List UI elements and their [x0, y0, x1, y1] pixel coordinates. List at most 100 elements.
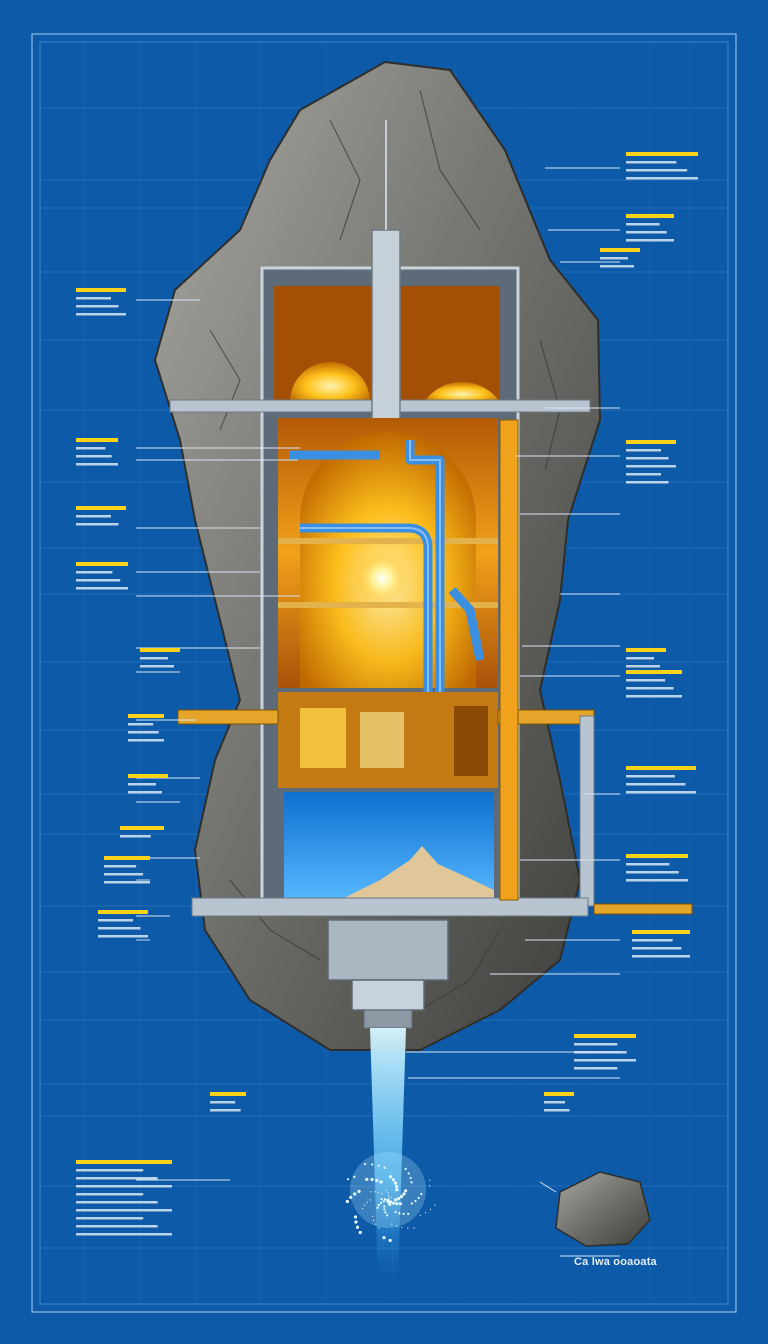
label-text-mark: [76, 579, 121, 582]
label-text-mark: [76, 1209, 172, 1212]
sparkle: [425, 1212, 427, 1214]
label-text-mark: [626, 457, 669, 460]
sparkle: [395, 1202, 399, 1206]
thruster-beam: [370, 1028, 406, 1280]
sparkle: [383, 1208, 386, 1211]
sparkle: [393, 1181, 398, 1185]
label-text-mark: [76, 455, 112, 458]
sparkle: [370, 1191, 372, 1193]
base-deck: [191, 897, 589, 917]
label-heading-mark: [544, 1092, 574, 1096]
sparkle: [374, 1191, 376, 1193]
label-text-mark: [76, 1217, 144, 1220]
label-text-mark: [76, 463, 118, 466]
sparkle: [397, 1196, 401, 1201]
sparkle: [404, 1189, 408, 1193]
sparkle: [434, 1204, 436, 1206]
label-text-mark: [626, 687, 674, 690]
label-text-mark: [76, 313, 126, 316]
sparkle: [378, 1191, 380, 1193]
label-text-mark: [76, 1233, 172, 1236]
gantry-left: [177, 709, 279, 725]
sparkle: [380, 1197, 383, 1201]
sparkle: [370, 1177, 374, 1182]
sparkle: [345, 1199, 349, 1204]
label-heading-mark: [626, 670, 682, 674]
sparkle: [395, 1188, 399, 1192]
label-text-mark: [626, 161, 677, 164]
sparkle: [407, 1172, 410, 1175]
central-spire: [371, 229, 401, 441]
label-text-mark: [76, 1169, 144, 1172]
label-text-mark: [76, 523, 119, 526]
sparkle: [385, 1189, 388, 1191]
rock-cracks: [209, 89, 561, 1011]
sparkle: [384, 1211, 387, 1214]
sparkle: [387, 1197, 390, 1199]
reactor-dome-icon: [424, 381, 500, 402]
sparkle: [402, 1212, 405, 1216]
label-text-mark: [626, 473, 661, 476]
label-text-mark: [76, 1201, 158, 1204]
label-heading-mark: [120, 826, 164, 830]
reactor-core-glow: [356, 552, 408, 604]
label-text-mark: [128, 723, 154, 726]
label-heading-mark: [600, 248, 640, 252]
label-heading-mark: [626, 854, 688, 858]
sparkle: [376, 1206, 379, 1210]
sparkle: [385, 1199, 389, 1202]
label-text-mark: [98, 935, 148, 938]
label-heading-mark: [104, 856, 150, 860]
sparkle: [419, 1214, 421, 1216]
label-text-mark: [626, 665, 660, 668]
sparkle: [394, 1210, 397, 1214]
label-text-mark: [104, 873, 144, 876]
sparkle: [429, 1185, 431, 1187]
sparkle: [383, 1198, 386, 1201]
gantry-lower: [593, 903, 693, 915]
label-text-mark: [626, 239, 674, 242]
sparkle: [401, 1226, 403, 1229]
bottom-caption: Ca lwa ooaoata: [574, 1256, 657, 1268]
sparkle: [395, 1184, 399, 1189]
label-heading-mark: [626, 648, 666, 652]
label-text-mark: [626, 695, 682, 698]
beam-flare: [350, 1152, 426, 1228]
sparkle: [388, 1194, 390, 1197]
label-heading-mark: [632, 930, 690, 934]
beam-sparkles: [345, 1162, 436, 1243]
label-text-mark: [626, 871, 679, 874]
label-text-mark: [574, 1059, 636, 1062]
label-heading-mark: [574, 1034, 636, 1038]
label-heading-mark: [210, 1092, 246, 1096]
sparkle: [429, 1179, 431, 1181]
sparkle: [420, 1192, 423, 1196]
sparkle: [395, 1225, 398, 1227]
sparkle: [365, 1177, 369, 1181]
label-heading-mark: [76, 506, 126, 510]
regolith-mound: [340, 846, 494, 900]
sparkle: [407, 1227, 409, 1229]
sparkle: [364, 1204, 366, 1206]
label-text-mark: [626, 169, 688, 172]
label-heading-mark: [626, 214, 674, 218]
label-heading-mark: [626, 440, 676, 444]
label-text-mark: [128, 791, 162, 794]
sparkle: [407, 1212, 410, 1215]
sparkle: [358, 1230, 362, 1235]
label-heading-mark: [626, 152, 698, 156]
label-text-mark: [210, 1109, 241, 1112]
label-heading-mark: [76, 1160, 172, 1164]
sparkle: [378, 1227, 380, 1229]
sparkle: [402, 1192, 406, 1196]
label-text-mark: [98, 927, 141, 930]
sparkle: [398, 1212, 401, 1215]
label-text-mark: [574, 1067, 618, 1070]
label-text-mark: [626, 465, 676, 468]
sparkle: [409, 1176, 412, 1180]
label-text-mark: [626, 657, 654, 660]
label-text-mark: [128, 739, 164, 742]
sparkle: [353, 1175, 356, 1178]
sparkle: [364, 1162, 367, 1166]
